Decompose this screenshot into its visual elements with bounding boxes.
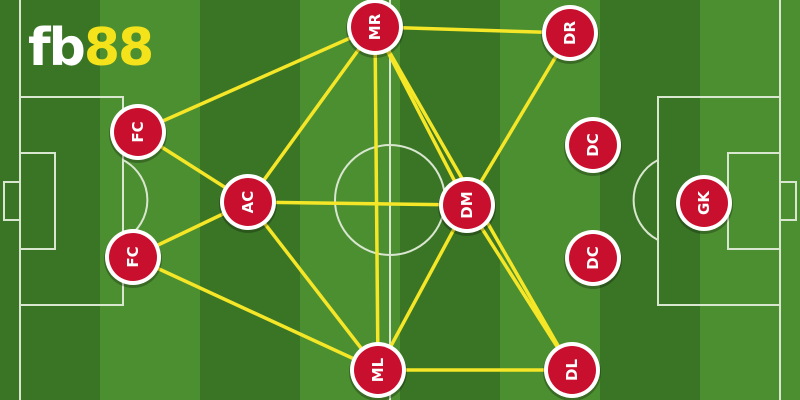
- player-node-disc: [354, 346, 402, 394]
- pitch-stripe: [500, 0, 600, 400]
- right-goal: [779, 181, 797, 221]
- player-node-dr: DR: [541, 5, 599, 64]
- player-node-disc: [569, 234, 617, 282]
- link-fc2-ml: [131, 255, 380, 372]
- player-node-disc: [224, 178, 272, 226]
- player-node-ac: AC: [219, 174, 277, 233]
- link-mr-dr: [373, 25, 572, 35]
- player-nodes: MR DR FC DC AC DM GK FC DC ML DL: [104, 0, 733, 400]
- player-node-fc2: FC: [104, 229, 162, 288]
- player-label: DC: [584, 133, 602, 156]
- link-fc1-mr: [136, 25, 377, 134]
- player-node-disc: [548, 346, 596, 394]
- player-label: DC: [584, 246, 602, 269]
- player-node-dl: DL: [543, 342, 601, 400]
- link-ac-dm: [246, 200, 469, 207]
- player-label: AC: [239, 191, 257, 214]
- player-node-dc2: DC: [564, 230, 622, 289]
- link-ac-ml: [246, 200, 380, 372]
- player-node-disc: [443, 181, 491, 229]
- player-node-disc: [546, 9, 594, 57]
- player-node-disc: [351, 3, 399, 51]
- link-mr-ml: [373, 25, 380, 372]
- link-ac-mr: [246, 25, 377, 204]
- brand-logo: fb88: [28, 22, 154, 74]
- player-node-dc1: DC: [564, 117, 622, 176]
- player-label: MR: [366, 13, 384, 40]
- player-label: ML: [369, 357, 387, 382]
- player-label: DR: [561, 21, 579, 45]
- brand-logo-part1: fb: [28, 18, 86, 78]
- player-node-disc: [109, 233, 157, 281]
- player-node-mr: MR: [346, 0, 404, 58]
- link-dm-ml: [376, 203, 469, 372]
- player-node-disc: [680, 179, 728, 227]
- brand-logo-part2: 88: [83, 18, 154, 78]
- left-goal: [3, 181, 21, 221]
- player-label: DM: [458, 191, 476, 218]
- pitch-stripe: [100, 0, 200, 400]
- right-penalty-arc: [632, 159, 659, 241]
- player-node-disc: [569, 121, 617, 169]
- player-node-fc1: FC: [109, 104, 167, 163]
- player-node-disc: [114, 108, 162, 156]
- pitch-stripe: [0, 0, 100, 400]
- link-dm-dl: [465, 203, 574, 372]
- link-dr-dm: [465, 31, 572, 207]
- player-label: DL: [563, 359, 581, 381]
- player-label: GK: [695, 190, 713, 215]
- player-node-ml: ML: [349, 342, 407, 400]
- player-node-gk: GK: [675, 175, 733, 234]
- player-label: FC: [124, 246, 142, 267]
- player-node-dm: DM: [438, 177, 496, 236]
- player-label: FC: [129, 121, 147, 142]
